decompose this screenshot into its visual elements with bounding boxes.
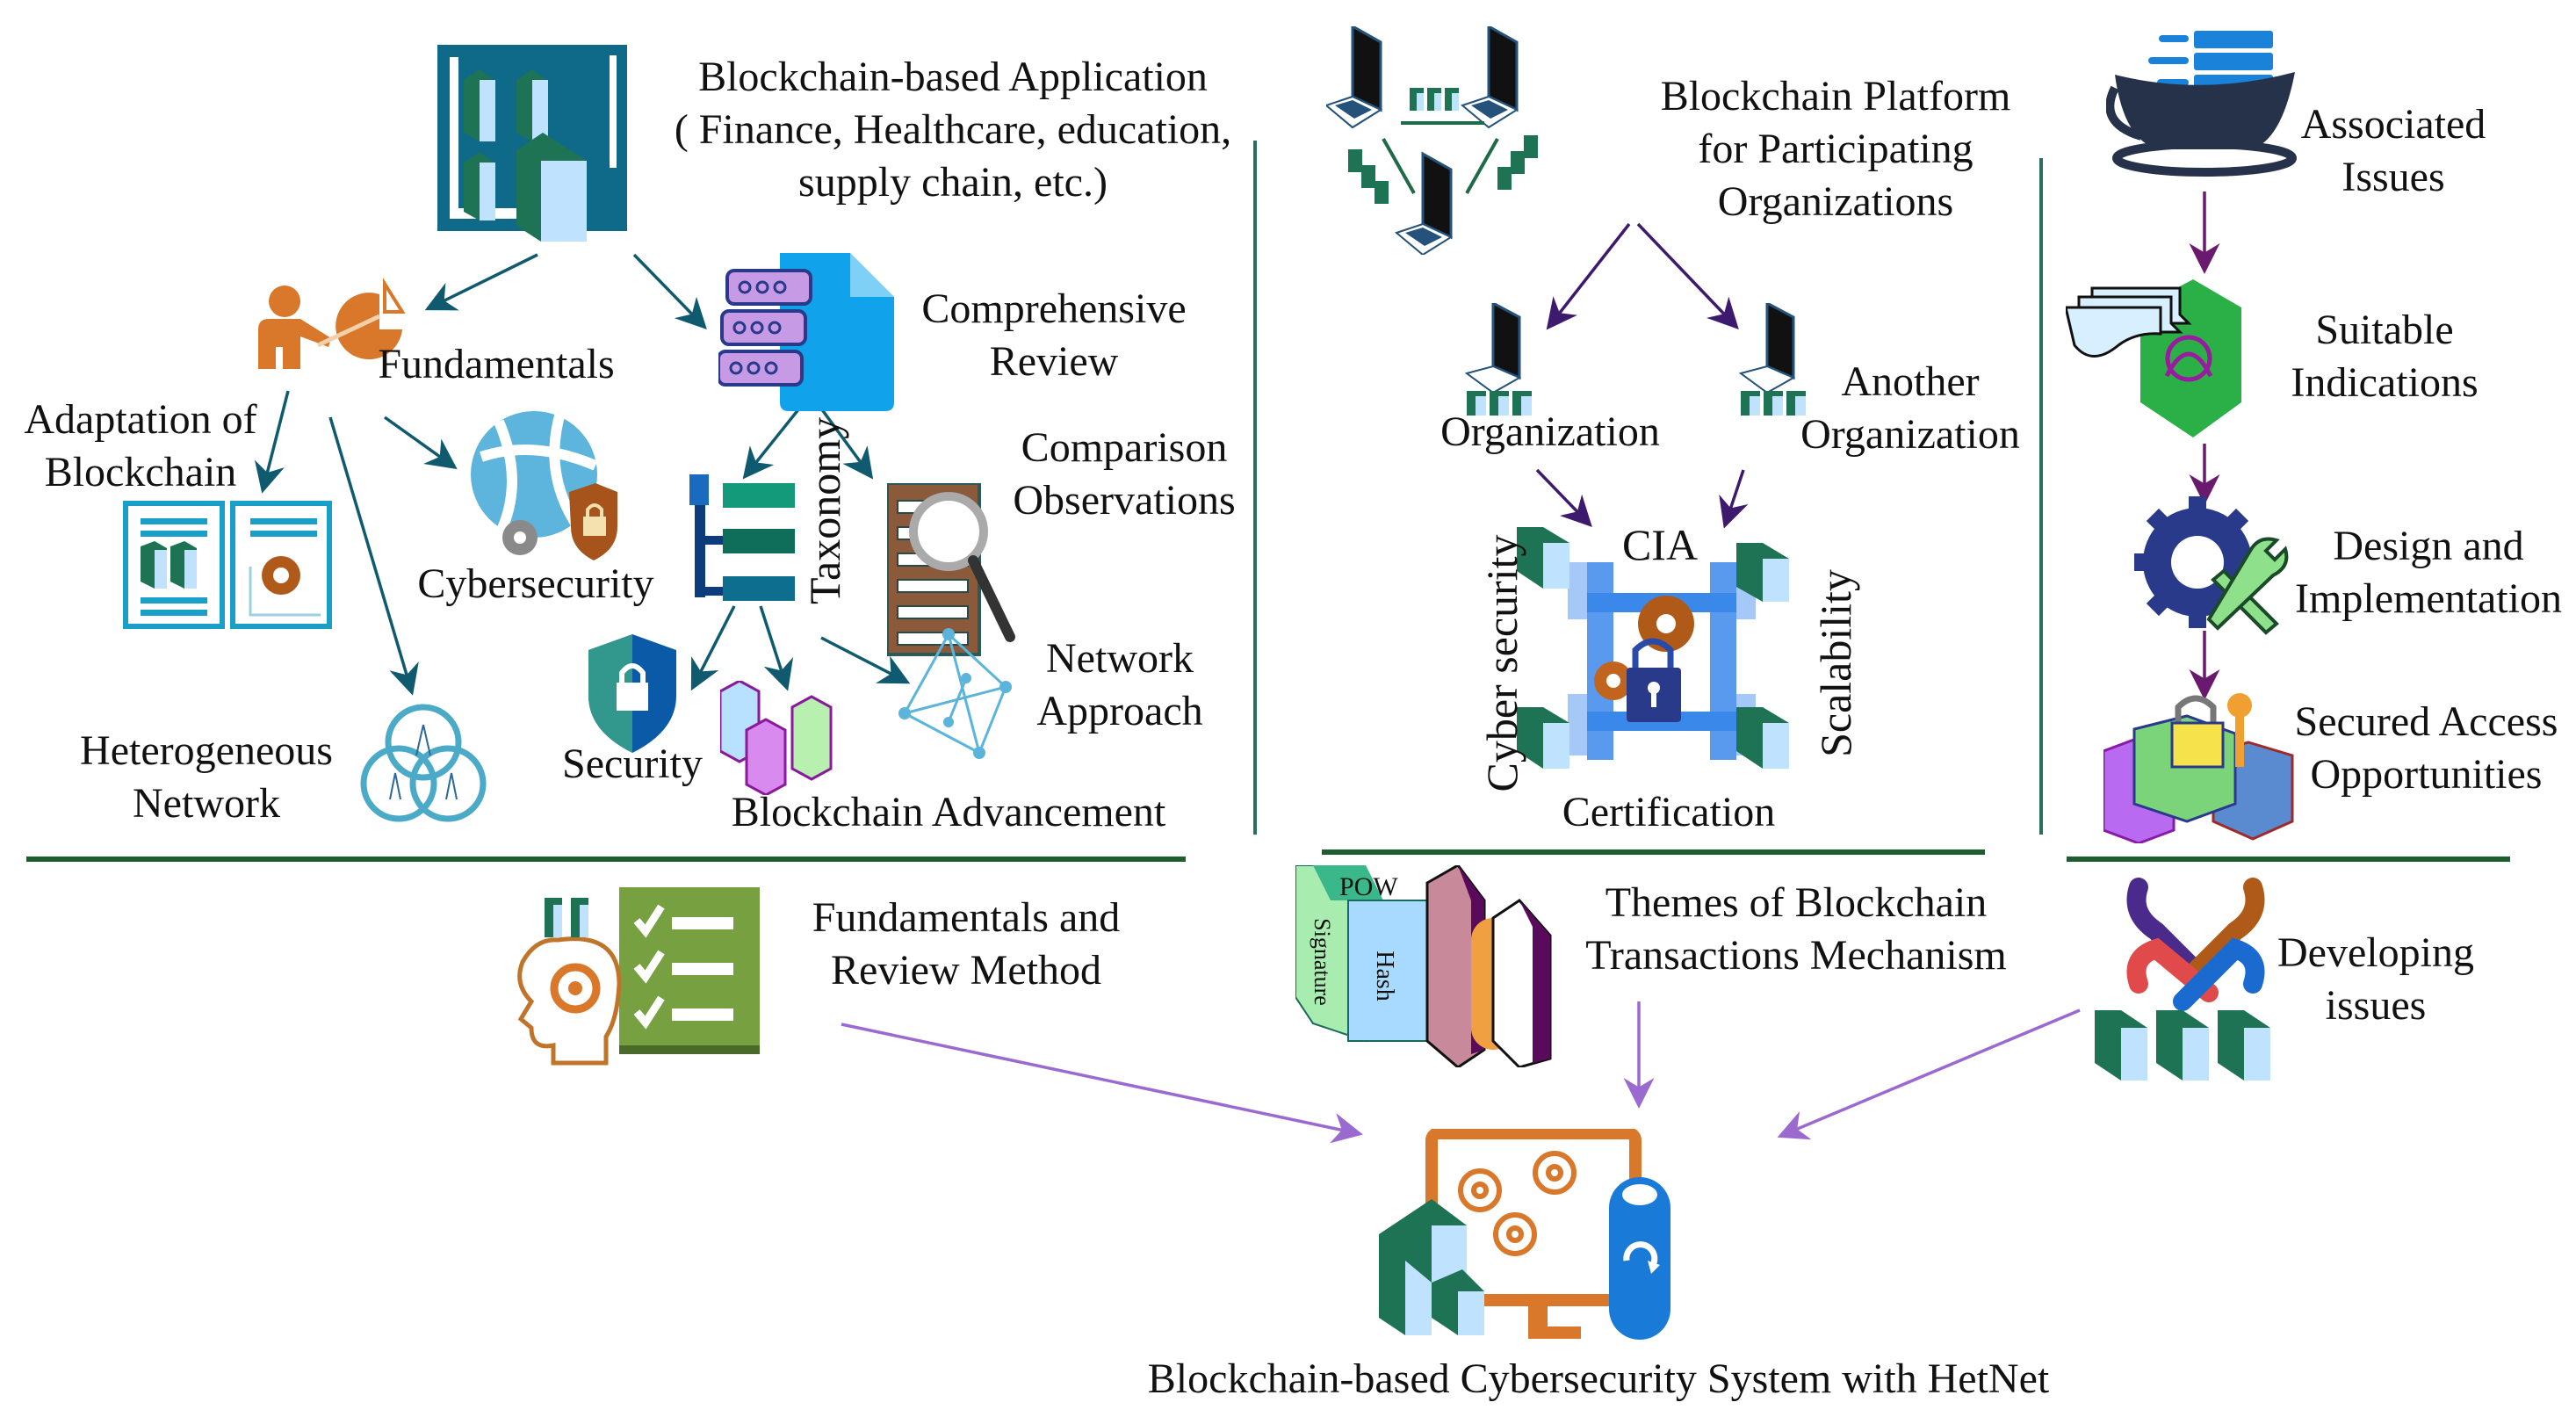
laptops-network-icon xyxy=(1324,24,1634,257)
blockchain-lock-gears-icon xyxy=(1517,527,1807,782)
arrow-fund-to-cybersecurity xyxy=(383,416,458,470)
secured-access-label: Secured Access Opportunities xyxy=(2294,698,2558,798)
fundamentals-label: Fundamentals xyxy=(378,341,615,387)
organization-laptop-icon xyxy=(1458,300,1541,417)
cybersecurity-label: Cybersecurity xyxy=(417,560,654,607)
developing-issues-label: Developing issues xyxy=(2277,929,2474,1029)
cubes-icon xyxy=(718,679,861,797)
network-approach-label: Network Approach xyxy=(1036,635,1203,734)
themes-label: Themes of Blockchain Transactions Mechan… xyxy=(1585,879,2007,979)
chat-document-icon xyxy=(717,253,894,411)
platform-label: Blockchain Platform for Participating Or… xyxy=(1660,73,2011,225)
globe-shield-icon xyxy=(464,404,622,562)
signature-label: Signature xyxy=(1309,918,1335,1006)
gear-wrench-icon xyxy=(2134,496,2297,641)
magnifier-document-icon xyxy=(885,481,1019,659)
suitable-indications-label: Suitable Indications xyxy=(2291,307,2479,406)
document-pages-icon xyxy=(123,501,332,629)
arrow-developing-to-system xyxy=(1777,1008,2081,1140)
arrow-fund-to-hetnet xyxy=(328,416,419,696)
comprehensive-review-label: Comprehensive Review xyxy=(921,286,1187,385)
system-title: Blockchain-based Cybersecurity System wi… xyxy=(1147,1355,2050,1402)
advancement-label: Blockchain Advancement xyxy=(731,789,1166,835)
arrow-app-to-review xyxy=(632,253,707,330)
another-organization-laptop-icon xyxy=(1732,300,1815,417)
review-method-label: Fundamentals and Review Method xyxy=(812,894,1121,994)
arrow-platform-to-org xyxy=(1546,222,1631,330)
cyber-security-label: Cyber security xyxy=(1477,534,1526,792)
organization-label: Organization xyxy=(1440,408,1660,455)
monitor-gears-database-icon xyxy=(1379,1127,1730,1344)
another-organization-label: Another Organization xyxy=(1800,358,2020,458)
arrow-org-to-cia xyxy=(1535,468,1592,528)
head-checklist-icon xyxy=(505,887,773,1067)
lock-key-cubes-icon xyxy=(2102,690,2314,845)
arrow-fund-to-adaptation xyxy=(254,390,290,494)
hierarchy-icon xyxy=(689,474,804,602)
blockchain-app-icon xyxy=(437,45,638,242)
app-node-label: Blockchain-based Application ( Finance, … xyxy=(674,54,1232,206)
shield-lock-icon xyxy=(588,634,676,753)
cell-towers-icon xyxy=(353,703,494,826)
certification-label: Certification xyxy=(1562,789,1776,835)
cia-label: CIA xyxy=(1621,520,1699,569)
heterogeneous-label: Heterogeneous Network xyxy=(80,727,333,827)
arrow-taxonomy-to-network xyxy=(820,636,911,684)
hash-label: Hash xyxy=(1370,951,1398,1001)
server-bowl-icon xyxy=(2105,26,2299,184)
pow-label: POW xyxy=(1339,872,1398,901)
joomla-blocks-icon xyxy=(2095,870,2314,1081)
taxonomy-label: Taxonomy xyxy=(800,416,849,604)
presenter-pie-chart-icon xyxy=(248,277,415,373)
hexagon-docs-icon xyxy=(2064,279,2241,437)
arrow-app-to-fundamentals xyxy=(424,253,538,311)
arrow-review-method-to-system xyxy=(841,1023,1363,1144)
comparison-label: Comparison Observations xyxy=(1013,424,1236,524)
arrow-taxonomy-to-advancement xyxy=(759,605,794,691)
arrow-platform-to-another xyxy=(1636,222,1739,330)
arrow-review-to-taxonomy xyxy=(742,407,801,480)
design-implementation-label: Design and Implementation xyxy=(2295,523,2562,622)
network-graph-icon xyxy=(896,625,1019,759)
scalability-label: Scalability xyxy=(1811,569,1860,757)
pow-signature-hash-icon: POW Signature Hash xyxy=(1295,864,1572,1069)
adaptation-label: Adaptation of Blockchain xyxy=(24,396,257,495)
security-label: Security xyxy=(562,741,703,787)
associated-issues-label: Associated Issues xyxy=(2300,101,2486,200)
arrow-review-to-comparison xyxy=(819,407,874,480)
arrow-another-to-cia xyxy=(1719,469,1749,529)
arrow-taxonomy-to-security xyxy=(690,605,736,691)
